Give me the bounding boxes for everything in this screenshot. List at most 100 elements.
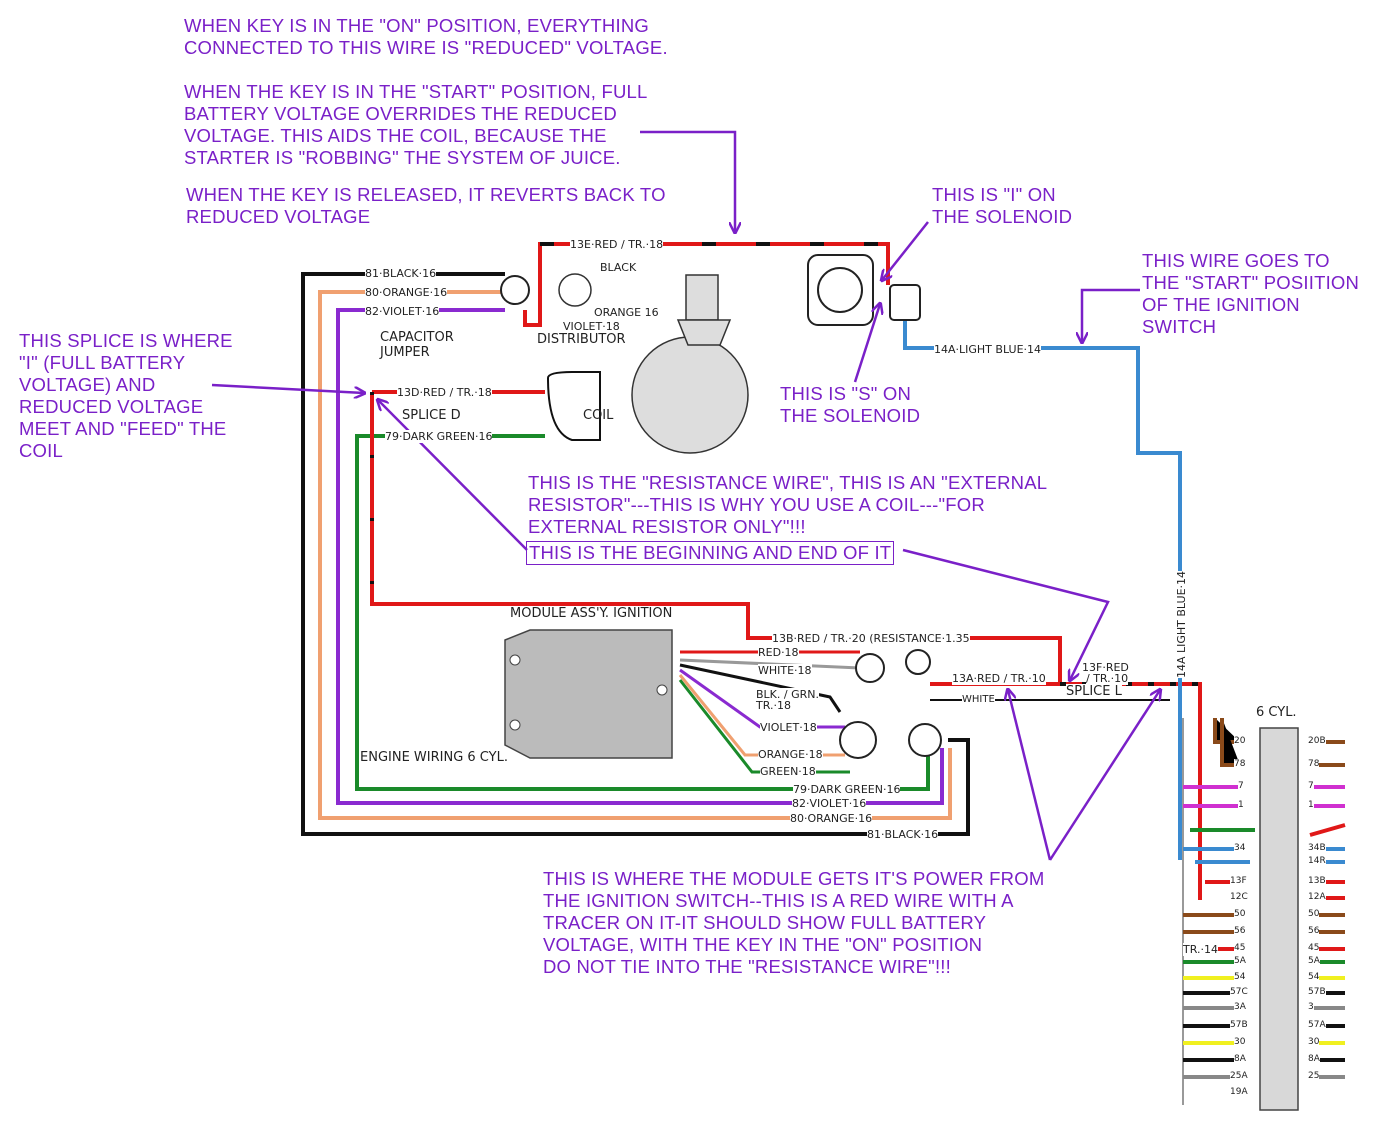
pin-label: 7 [1238,781,1244,791]
note-line: THIS WIRE GOES TO [1142,250,1330,271]
note-line: CONNECTED TO THIS WIRE IS "REDUCED" VOLT… [184,37,668,58]
label-splice-l: SPLICE L [1066,684,1122,699]
label-82-bottom: 82·VIOLET·16 [792,797,867,810]
bulkhead-connector [1182,718,1299,1111]
note-line: THIS IS THE "RESISTANCE WIRE", THIS IS A… [528,472,1048,493]
pin-label: 25 [1308,1071,1320,1081]
note-line: WHEN THE KEY IS RELEASED, IT REVERTS BAC… [186,184,666,205]
label-orange16: ORANGE 16 [594,306,659,319]
note-line: REDUCED VOLTAGE [19,396,204,417]
label-distributor: DISTRIBUTOR [537,332,626,347]
note-line: THIS IS WHERE THE MODULE GETS IT'S POWER… [543,868,1045,889]
pin-label: 8A [1234,1054,1246,1064]
label-jumper: JUMPER [380,345,430,360]
label-80-top: 80·ORANGE·16 [365,286,448,299]
note-line: VOLTAGE) AND [19,374,156,395]
pin-label: 12C [1230,892,1248,902]
note-key-on: WHEN KEY IS IN THE "ON" POSITION, EVERYT… [184,15,668,59]
label-violet18: VIOLET·18 [563,320,620,333]
pin-label: 54 [1234,972,1246,982]
pin-label: 34B [1308,843,1326,853]
label-14a: 14A·LIGHT BLUE·14 [934,343,1042,356]
note-resistance: THIS IS THE "RESISTANCE WIRE", THIS IS A… [528,472,1047,538]
black-wire-81 [301,272,970,836]
pin-label: 19A [1230,1087,1248,1097]
note-start-wire: THIS WIRE GOES TO THE "START" POSIITION … [1142,250,1359,338]
pin-label: 5A [1308,956,1320,966]
connectors [500,275,942,759]
label-white18: WHITE·18 [758,664,812,677]
ignition-module [504,629,673,759]
pin-label: 7 [1308,781,1314,791]
arrow-key-start [640,130,735,232]
pin-label: 45 [1234,943,1246,953]
label-coil: COIL [583,408,614,423]
note-line: STARTER IS "ROBBING" THE SYSTEM OF JUICE… [184,147,621,168]
pin-label: 25A [1230,1071,1248,1081]
arrow-beginning [378,400,528,551]
label-black: BLACK [600,261,637,274]
label-green18: GREEN·18 [760,765,816,778]
label-13a: 13A·RED / TR.·10 [952,672,1046,685]
pin-label: 14R [1308,856,1326,866]
label-six-cyl: 6 CYL. [1256,705,1297,720]
annotation-arrows [211,130,1160,861]
label-capacitor: CAPACITOR [380,330,454,345]
note-line: OF THE IGNITION [1142,294,1300,315]
label-82-top: 82·VIOLET·16 [365,305,440,318]
label-13b: 13B·RED / TR.·20 (RESISTANCE·1.35 [772,632,970,645]
note-line: DO NOT TIE INTO THE "RESISTANCE WIRE"!!! [543,956,951,977]
note-solenoid-i: THIS IS "I" ON THE SOLENOID [932,184,1072,228]
pin-label: 20B [1308,736,1326,746]
pin-label: 12A [1308,892,1326,902]
note-line: THE SOLENOID [932,206,1073,227]
note-line: BATTERY VOLTAGE OVERRIDES THE REDUCED [184,103,617,124]
label-80-bottom: 80·ORANGE·16 [790,812,873,825]
label-79-top: 79·DARK GREEN·16 [385,430,493,443]
arrow-end [902,548,1110,680]
label-tr18: TR.·18 [756,699,791,712]
pin-label: 56 [1308,926,1320,936]
note-line: REDUCED VOLTAGE [186,206,371,227]
label-blk-grn: BLK. / GRN. [756,688,819,701]
pin-label: 13B [1308,876,1326,886]
pin-label: 30 [1308,1037,1320,1047]
note-line: THIS IS "S" ON [780,383,912,404]
arrow-splice [211,383,364,393]
label-13f-1: 13F·RED [1082,661,1129,674]
note-line: SWITCH [1142,316,1217,337]
red-wire-13d [370,392,1062,684]
label-13f-2: / TR.·10 [1086,672,1129,685]
note-line: COIL [19,440,63,461]
pin-label: 45 [1308,943,1320,953]
note-line: VOLTAGE. THIS AIDS THE COIL, BECAUSE THE [184,125,607,146]
note-splice: THIS SPLICE IS WHERE "I" (FULL BATTERY V… [19,330,233,462]
pin-label: 34 [1234,843,1246,853]
pin-label: 78 [1234,759,1246,769]
pin-label: 30 [1234,1037,1246,1047]
note-line: THE IGNITION SWITCH--THIS IS A RED WIRE … [543,890,1014,911]
pin-label: 57C [1230,987,1248,997]
label-tr14: TR.·14 [1183,943,1218,956]
arrow-solenoid-i [882,221,929,280]
label-module: MODULE ASS'Y. IGNITION [510,606,673,621]
pin-label: 78 [1308,759,1320,769]
pin-label: 1 [1238,800,1244,810]
label-red18: RED·18 [758,646,799,659]
arrow-solenoid-s [853,304,880,383]
label-violet18m: VIOLET·18 [760,721,817,734]
note-line: EXTERNAL RESISTOR ONLY"!!! [528,516,806,537]
label-white: WHITE [962,694,995,705]
label-79-bottom: 79·DARK GREEN·16 [793,783,901,796]
note-line: "I" (FULL BATTERY [19,352,186,373]
note-line: WHEN THE KEY IS IN THE "START" POSITION,… [184,81,648,102]
pin-label: 3 [1308,1002,1314,1012]
pin-label: 57A [1308,1020,1326,1030]
note-line: RESISTOR"---THIS IS WHY YOU USE A COIL--… [528,494,985,515]
pin-label: 3A [1234,1002,1246,1012]
pin-label: 57B [1230,1020,1248,1030]
pin-label: 5A [1234,956,1246,966]
note-module-power: THIS IS WHERE THE MODULE GETS IT'S POWER… [543,868,1044,978]
arrow-module-power-2 [1048,690,1160,861]
pin-label: 54 [1308,972,1320,982]
